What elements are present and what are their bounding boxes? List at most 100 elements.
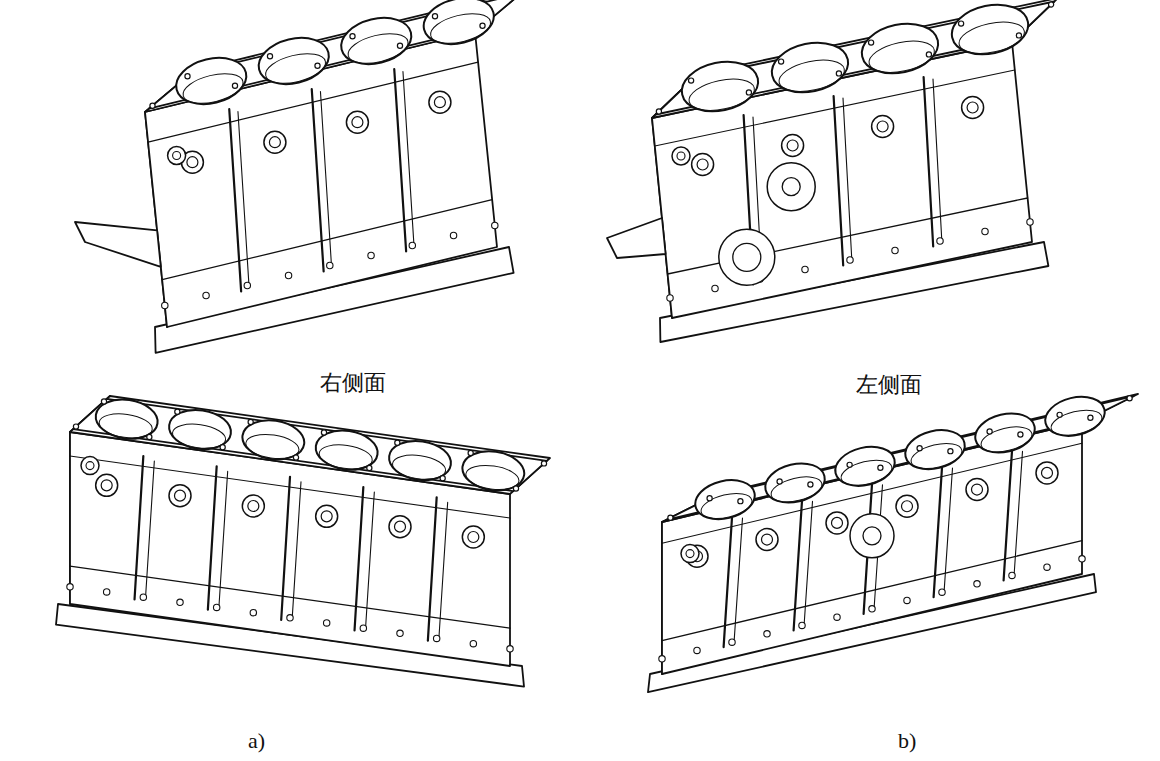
end-boss-hole — [86, 462, 94, 470]
pan-bolt-hole — [433, 635, 439, 641]
head-bolt-hole — [779, 59, 784, 64]
head-bolt-hole — [541, 461, 546, 466]
web-rib — [428, 497, 437, 640]
coolant-boss-hole — [972, 484, 983, 495]
coolant-boss — [429, 91, 451, 113]
cylinder-deck — [652, 0, 1058, 118]
coolant-boss — [692, 154, 714, 176]
head-bolt-hole — [480, 23, 485, 28]
coolant-boss — [872, 116, 894, 138]
web-rib — [794, 501, 802, 631]
head-bolt-hole — [738, 499, 743, 504]
head-bolt-hole — [707, 496, 712, 501]
pan-bolt-hole — [904, 597, 910, 603]
pan-bolt-hole — [712, 285, 718, 291]
head-bolt-hole — [987, 429, 992, 434]
coolant-boss — [169, 485, 191, 507]
bore-wall — [171, 421, 227, 451]
bore-wall — [428, 8, 494, 48]
figure-label: a) — [248, 728, 265, 754]
mount-flange — [75, 222, 161, 267]
head-bolt-hole — [248, 419, 253, 424]
bore-wall — [956, 17, 1027, 59]
coolant-boss — [1036, 462, 1058, 484]
bore-wall — [699, 489, 755, 523]
web-rib — [924, 77, 934, 247]
web-rib — [724, 517, 732, 647]
cylinder-bore — [171, 51, 251, 111]
head-bolt-hole — [150, 103, 155, 108]
head-bolt-hole — [397, 43, 402, 48]
pan-bolt-hole — [974, 581, 980, 587]
coolant-boss — [896, 495, 918, 517]
head-bolt-hole — [1057, 412, 1062, 417]
head-bolt-hole — [147, 434, 152, 439]
end-boss — [681, 545, 699, 563]
cylinder-bore — [93, 396, 160, 443]
coolant-boss-hole — [832, 517, 843, 528]
bore-wall — [244, 431, 300, 461]
head-bolt-hole — [395, 440, 400, 445]
head-bolt-hole — [926, 52, 931, 57]
pan-bolt-hole — [368, 252, 374, 258]
pan-bolt-hole — [1079, 556, 1085, 562]
oil-filter-port — [733, 243, 761, 271]
coolant-boss — [316, 505, 338, 527]
oil-filter-seat — [719, 229, 775, 285]
pan-bolt-hole — [802, 266, 808, 272]
bore-wall — [318, 442, 374, 472]
head-bolt-hole — [746, 90, 751, 95]
head-bolt-hole — [101, 399, 106, 404]
end-boss-hole — [686, 550, 694, 558]
bore-wall — [391, 452, 447, 482]
coolant-boss-hole — [787, 140, 798, 151]
coolant-boss — [462, 526, 484, 548]
head-bolt-hole — [185, 74, 190, 79]
cylinder-bore — [761, 458, 828, 508]
engine-block — [75, 0, 525, 353]
bore-wall — [1049, 406, 1105, 440]
crankcase-rail — [162, 200, 492, 280]
mount-flange — [607, 218, 666, 258]
bore-wall — [866, 36, 937, 78]
coolant-boss-hole — [248, 500, 259, 511]
pan-bolt-hole — [1044, 564, 1050, 570]
coolant-boss — [264, 131, 286, 153]
end-boss-hole — [173, 152, 181, 160]
pan-bolt-hole — [982, 228, 988, 234]
pan-bolt-hole — [834, 614, 840, 620]
head-bolt-hole — [220, 445, 225, 450]
bore-wall — [769, 472, 825, 506]
pan-bolt-hole — [360, 625, 366, 631]
head-bolt-hole — [959, 21, 964, 26]
coolant-boss — [782, 135, 804, 157]
side-face — [662, 422, 1082, 674]
pan-bolt-hole — [327, 262, 333, 268]
end-boss — [672, 147, 690, 165]
pan-bolt-hole — [694, 647, 700, 653]
coolant-boss — [96, 474, 118, 496]
side-face — [652, 42, 1032, 318]
water-jacket-edge — [148, 62, 478, 142]
pan-bolt-hole — [250, 609, 256, 615]
cylinder-bore — [313, 427, 380, 474]
head-bolt-hole — [73, 424, 78, 429]
coolant-boss-hole — [967, 102, 978, 113]
cylinder-bore — [254, 31, 334, 91]
pan-bolt-hole — [492, 222, 498, 228]
coolant-boss — [346, 111, 368, 133]
pan-bolt-hole — [67, 584, 73, 590]
head-bolt-hole — [777, 479, 782, 484]
coolant-boss-hole — [902, 501, 913, 512]
pan-bolt-hole — [203, 292, 209, 298]
pan-bolt-hole — [409, 242, 415, 248]
cylinder-bore — [947, 0, 1032, 61]
water-jacket-edge — [655, 70, 1015, 146]
coolant-boss-hole — [175, 490, 186, 501]
cylinder-bore — [387, 437, 454, 484]
pan-bolt-hole — [1009, 572, 1015, 578]
view-label: 右侧面 — [320, 370, 386, 396]
coolant-boss — [756, 529, 778, 551]
head-bolt-hole — [1049, 2, 1054, 7]
